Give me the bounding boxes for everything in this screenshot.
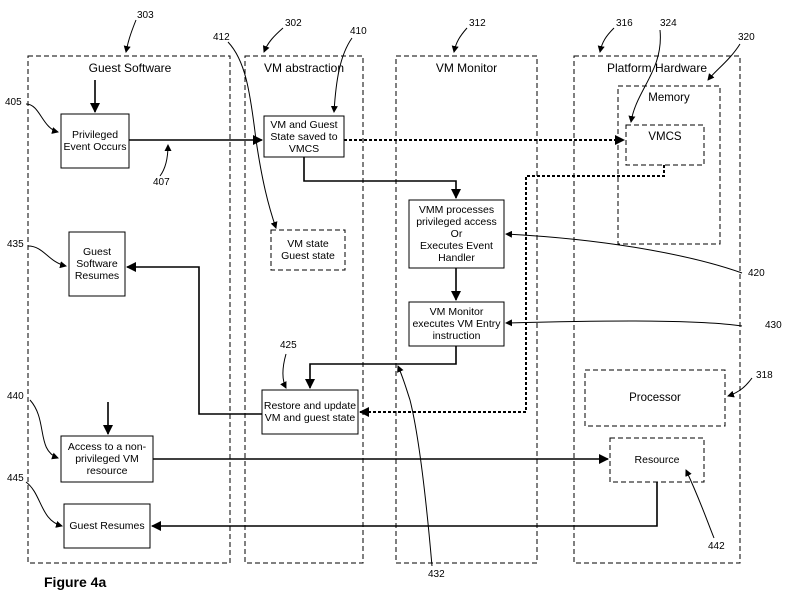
ref-318: 318 bbox=[756, 370, 773, 381]
lane-title-guest-software: Guest Software bbox=[88, 61, 172, 75]
ref-430: 430 bbox=[765, 320, 782, 331]
lane-platform-hardware bbox=[573, 55, 741, 564]
leader-320 bbox=[707, 43, 741, 81]
ref-425: 425 bbox=[280, 340, 297, 351]
guest-software-resumes-box bbox=[68, 231, 126, 297]
restore-state-box bbox=[261, 389, 359, 435]
vm-state-saved-label: VM and Guest State saved to VMCS bbox=[270, 118, 338, 155]
arrow-resource-to-guest-resumes bbox=[151, 482, 658, 531]
ref-445: 445 bbox=[7, 473, 24, 484]
vm-state-label: VM state Guest state bbox=[281, 238, 335, 262]
leader-440 bbox=[29, 399, 59, 460]
lane-guest-software bbox=[27, 55, 231, 564]
memory-box bbox=[617, 85, 721, 245]
figure-caption: Figure 4a bbox=[44, 574, 107, 590]
ref-435: 435 bbox=[7, 239, 24, 250]
vm-state-box bbox=[270, 229, 346, 271]
ref-407: 407 bbox=[153, 177, 170, 188]
ref-324: 324 bbox=[660, 18, 677, 29]
leader-442 bbox=[685, 469, 715, 539]
arrow-vm-entry-to-restore bbox=[305, 346, 457, 389]
memory-label: Memory bbox=[648, 92, 690, 104]
ref-303: 303 bbox=[137, 10, 154, 21]
ref-302: 302 bbox=[285, 18, 302, 29]
leader-432 bbox=[397, 365, 433, 567]
non-privileged-access-label: Access to a non- privileged VM resource bbox=[67, 441, 147, 477]
leader-410 bbox=[330, 37, 353, 113]
leader-405 bbox=[25, 103, 59, 134]
leader-312 bbox=[451, 27, 468, 53]
ref-405: 405 bbox=[5, 97, 22, 108]
guest-software-resumes-label: Guest Software Resumes bbox=[74, 246, 120, 282]
guest-resumes-label: Guest Resumes bbox=[69, 520, 145, 532]
ref-320: 320 bbox=[738, 32, 755, 43]
processor-box bbox=[584, 369, 726, 427]
leader-420 bbox=[505, 230, 743, 274]
leader-445 bbox=[25, 481, 63, 528]
ref-410: 410 bbox=[350, 26, 367, 37]
lane-vm-abstraction bbox=[244, 55, 364, 564]
ref-440: 440 bbox=[7, 391, 24, 402]
lane-title-vm-abstraction: VM abstraction bbox=[263, 61, 345, 75]
leader-430 bbox=[505, 319, 743, 327]
leader-407 bbox=[159, 144, 172, 177]
arrow-vm-save-to-vmm bbox=[303, 157, 461, 199]
ref-312: 312 bbox=[469, 18, 486, 29]
leader-303 bbox=[123, 19, 137, 53]
ref-316: 316 bbox=[616, 18, 633, 29]
ref-412: 412 bbox=[213, 32, 230, 43]
restore-state-label: Restore and update VM and guest state bbox=[263, 400, 357, 424]
leader-318 bbox=[727, 377, 753, 398]
resource-label: Resource bbox=[634, 454, 680, 466]
leader-324 bbox=[628, 29, 661, 123]
leader-435 bbox=[27, 245, 67, 269]
vm-entry-label: VM Monitor executes VM Entry instruction bbox=[412, 306, 501, 342]
leader-425 bbox=[280, 353, 287, 389]
lane-title-platform-hardware: Platform Hardware bbox=[606, 61, 708, 75]
vmm-processes-label: VMM processes privileged access Or Execu… bbox=[416, 204, 497, 264]
lane-title-vm-monitor: VM Monitor bbox=[435, 61, 498, 75]
privileged-event-label: Privileged Event Occurs bbox=[63, 129, 127, 153]
dotted-arrow-vmcs-to-restore bbox=[359, 165, 665, 417]
ref-432: 432 bbox=[428, 569, 445, 580]
arrow-restore-to-guest-resumes bbox=[126, 262, 262, 415]
leader-316 bbox=[597, 27, 615, 53]
leader-302 bbox=[262, 27, 284, 53]
lane-vm-monitor bbox=[395, 55, 538, 564]
ref-442: 442 bbox=[708, 541, 725, 552]
vmcs-label: VMCS bbox=[648, 131, 682, 143]
guest-resumes-box bbox=[63, 503, 151, 549]
ref-420: 420 bbox=[748, 268, 765, 279]
leader-412 bbox=[227, 41, 278, 229]
processor-label: Processor bbox=[629, 392, 681, 404]
privileged-event-box bbox=[60, 113, 130, 169]
